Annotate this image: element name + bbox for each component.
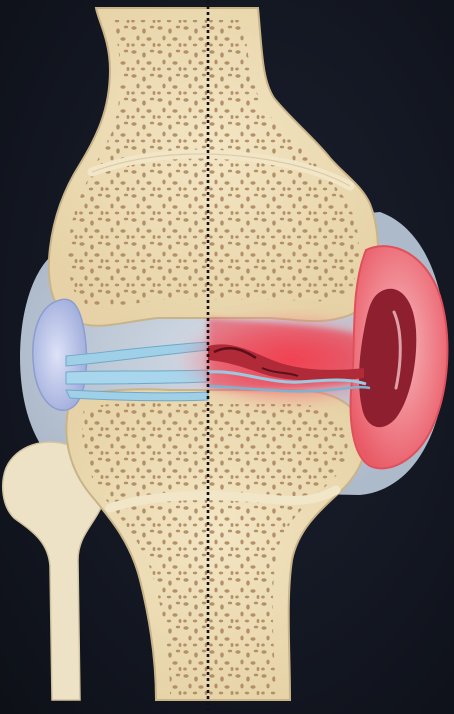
tibia-marrow: [82, 403, 349, 696]
